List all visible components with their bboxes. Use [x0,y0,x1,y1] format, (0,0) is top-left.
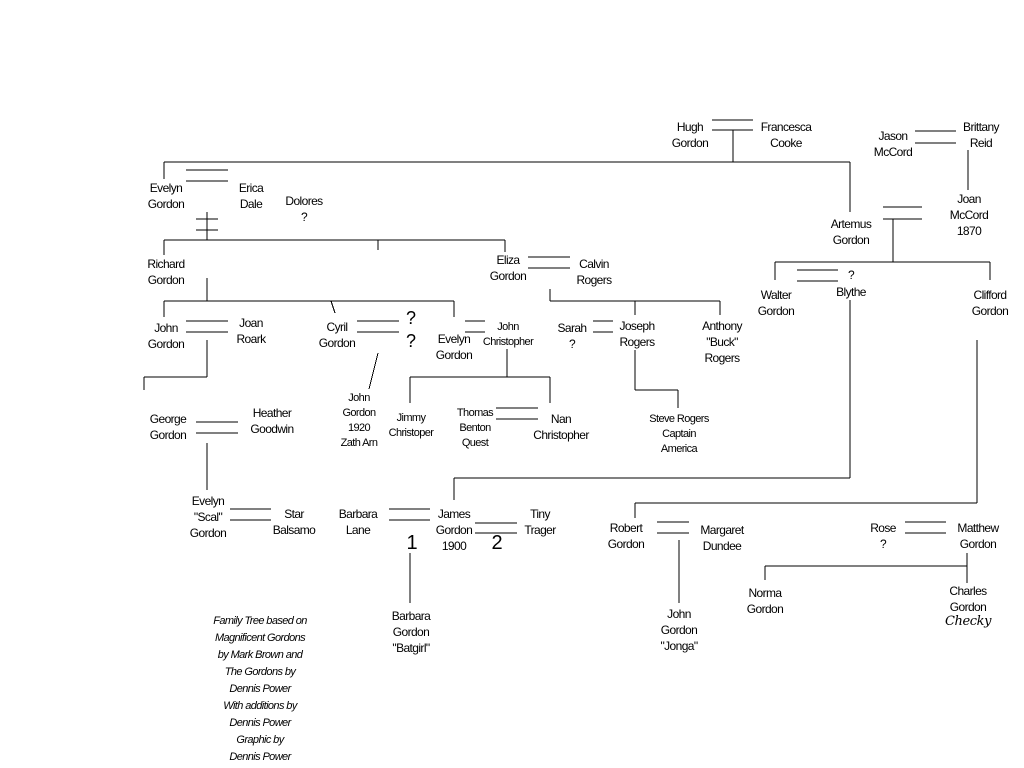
person-rose: Rose? [870,521,896,551]
person-cyril-spouse-unknown-surname: ? [405,331,417,351]
marriage-marker-second: 2 [491,532,503,554]
person-evelyn-scal-gordon: Evelyn"Scal"Gordon [189,494,227,540]
person-blythe-unknown-given: ? [847,268,855,282]
person-sarah: Sarah? [557,321,587,351]
person-blythe: Blythe [836,285,866,299]
charles-signature: Checky [944,614,992,629]
marriage-marker-first: 1 [406,532,418,554]
person-anthony-buck-rogers: Anthony"Buck"Rogers [702,319,742,365]
person-cyril-spouse-unknown: ? [405,308,417,328]
person-dolores: Dolores? [285,194,323,224]
credits-note: Family Tree based on Magnificent Gordons… [213,615,307,763]
